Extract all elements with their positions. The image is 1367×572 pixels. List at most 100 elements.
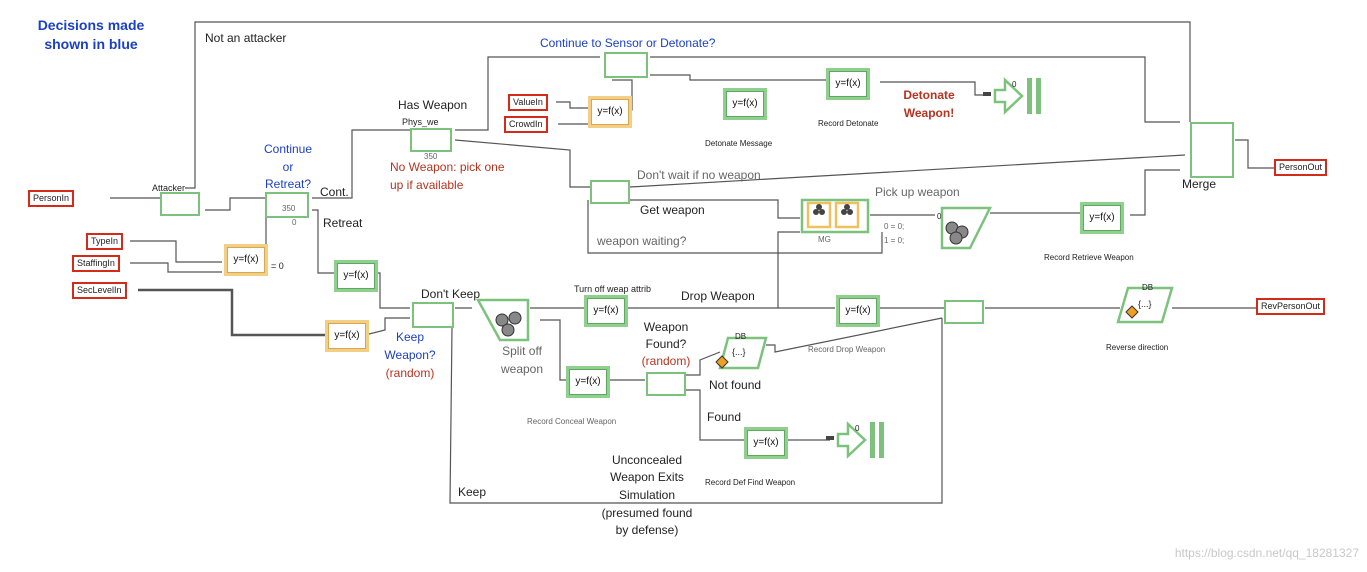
db-label-found: DB: [735, 332, 747, 341]
label-record-detonate: Record Detonate: [818, 119, 879, 128]
wire-db-notfound: [766, 317, 943, 353]
label-record-drop: Record Drop Weapon: [808, 345, 886, 354]
wire-sensor-detonate: [650, 74, 827, 81]
seclevel-function-block[interactable]: y=f(x): [325, 320, 369, 352]
label-attacker: Attacker: [152, 183, 186, 193]
drop-merge-block[interactable]: [944, 300, 984, 324]
label-no-weapon-1: No Weapon: pick one: [390, 160, 505, 174]
watermark: https://blog.csdn.net/qq_18281327: [1174, 546, 1359, 560]
keep-weapon-block[interactable]: [412, 302, 454, 328]
label-unconcealed-4: (presumed found: [601, 506, 693, 520]
merge-block[interactable]: [1190, 122, 1234, 178]
label-unconcealed-1: Unconcealed: [611, 453, 683, 467]
has-weapon-block[interactable]: [410, 128, 452, 152]
label-retreat: Retreat: [323, 216, 363, 230]
label-continue-sensor: Continue to Sensor or Detonate?: [540, 36, 716, 50]
rev-person-out-block[interactable]: RevPersonOut: [1256, 298, 1326, 315]
record-detonate-block[interactable]: y=f(x): [826, 68, 870, 100]
db-reverse-direction: [1116, 286, 1174, 324]
person-in-block[interactable]: PersonIn: [28, 190, 75, 207]
label-detonate: Detonate: [903, 88, 955, 102]
dont-wait-block[interactable]: [590, 180, 630, 204]
retreat-function-block[interactable]: y=f(x): [334, 260, 378, 292]
wire-retreat-keep: [375, 272, 410, 309]
wire-split-conceal: [540, 319, 568, 381]
label-keep: Keep: [458, 485, 487, 499]
record-retrieve-block[interactable]: y=f(x): [1080, 202, 1124, 234]
wire-retreat: [312, 209, 335, 274]
sec-level-in-block[interactable]: SecLevelIn: [72, 282, 127, 299]
label-random-1: (random): [385, 366, 435, 380]
wire-found-db: [685, 351, 721, 376]
label-record-retrieve: Record Retrieve Weapon: [1044, 253, 1134, 262]
label-unconcealed-5: by defense): [615, 523, 679, 537]
attacker-select-block[interactable]: [160, 192, 200, 216]
wire-typein: [130, 240, 222, 263]
label-has-weapon: Has Weapon: [398, 98, 468, 112]
label-eq-0: = 0: [271, 261, 284, 271]
wire-dontwait: [629, 154, 1186, 188]
label-set-1: 1 = 0;: [884, 236, 905, 245]
typein-function-block[interactable]: y=f(x): [224, 244, 268, 276]
wire-staffing: [130, 262, 222, 273]
wire-getweapon: [630, 199, 800, 219]
wire-sensor-merge: [650, 56, 1180, 123]
record-conceal-block[interactable]: y=f(x): [566, 366, 610, 398]
wire-turnoff-drop: [625, 231, 800, 309]
wire-cont-hasweapon: [312, 129, 410, 199]
label-reverse-direction: Reverse direction: [1106, 343, 1169, 352]
wire-getweapon-loop: [587, 200, 883, 254]
record-def-find-block[interactable]: y=f(x): [744, 427, 788, 459]
label-weapon-q: Weapon?: [384, 348, 436, 362]
exit-def-find: [826, 421, 884, 459]
record-drop-block[interactable]: y=f(x): [836, 295, 880, 327]
label-dont-keep: Don't Keep: [421, 287, 480, 301]
label-set-0: 0 = 0;: [884, 222, 905, 231]
detonate-message-block[interactable]: y=f(x): [723, 88, 767, 120]
wire-valuein: [556, 101, 588, 109]
db-body-found: {...}: [732, 347, 746, 357]
label-exit-0-b: 0: [855, 424, 860, 433]
person-out-block[interactable]: PersonOut: [1274, 159, 1328, 176]
label-exit-0-a: 0: [1012, 80, 1017, 89]
label-350-a: 350: [282, 204, 296, 213]
wire-retrieve-merge: [1130, 169, 1180, 216]
value-in-block[interactable]: ValueIn: [508, 94, 548, 111]
wire-detonate-exit: [880, 81, 985, 96]
label-not-found: Not found: [709, 378, 762, 392]
continue-retreat-block[interactable]: [265, 192, 309, 218]
label-weapon: Weapon!: [903, 106, 955, 120]
db-weapon-found: [715, 336, 768, 370]
weapon-found-block[interactable]: [646, 372, 686, 396]
wire-not-attacker: [185, 21, 1191, 189]
label-pick-0: 0: [937, 212, 942, 221]
label-turn-off: Turn off weap attrib: [574, 284, 652, 294]
continue-sensor-block[interactable]: [604, 52, 648, 78]
turn-off-weap-block[interactable]: y=f(x): [584, 295, 628, 327]
type-in-block[interactable]: TypeIn: [86, 233, 124, 250]
mg-block: [800, 198, 870, 234]
label-continue: Continue: [263, 142, 313, 156]
label-cont: Cont.: [320, 185, 349, 199]
label-drop-weapon: Drop Weapon: [681, 289, 755, 303]
label-record-def-find: Record Def Find Weapon: [705, 478, 796, 487]
label-random-2: (random): [641, 354, 691, 368]
label-record-conceal: Record Conceal Weapon: [527, 417, 617, 426]
staffing-in-block[interactable]: StaffingIn: [72, 255, 120, 272]
label-keep-q: Keep: [395, 330, 425, 344]
label-pick-up: Pick up weapon: [875, 185, 960, 199]
label-weapon-waiting: weapon waiting?: [597, 234, 687, 248]
label-weapon-found-1: Weapon: [643, 320, 689, 334]
label-dont-wait: Don't wait if no weapon: [637, 168, 761, 182]
label-detonate-message: Detonate Message: [705, 139, 773, 148]
label-mg: MG: [818, 235, 831, 244]
label-unconcealed-3: Simulation: [618, 488, 676, 502]
wire-noweapon: [454, 139, 590, 188]
value-function-block[interactable]: y=f(x): [588, 96, 632, 128]
label-phys-we: Phys_we: [402, 117, 439, 127]
label-weapon-found-2: Found?: [645, 337, 687, 351]
label-unconcealed-2: Weapon Exits: [610, 470, 684, 484]
wire-seclevel-keep: [364, 317, 410, 336]
crowd-in-block[interactable]: CrowdIn: [504, 116, 548, 133]
